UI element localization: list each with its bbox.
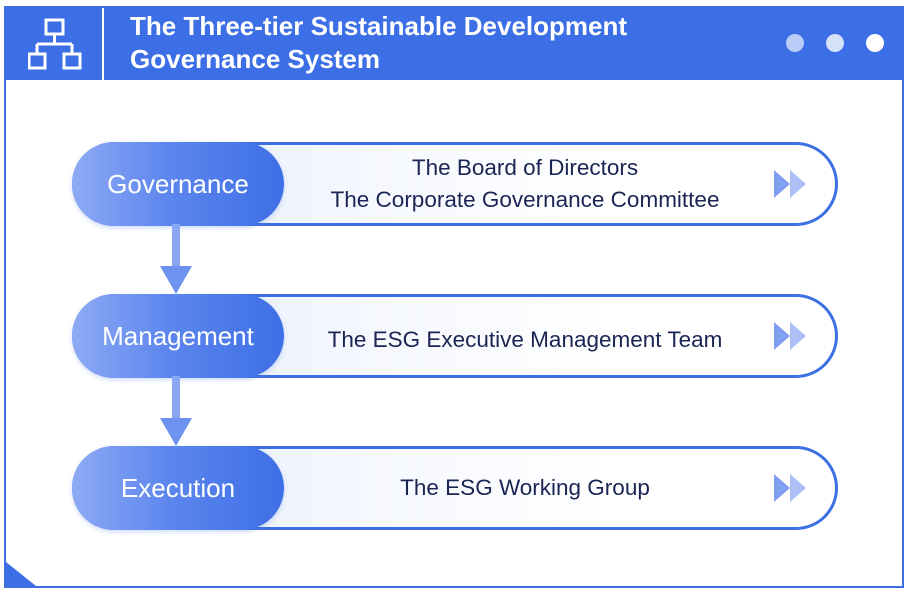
double-chevron-icon [774,474,806,502]
window-dot-3 [866,34,884,52]
tier-label-pill: Execution [72,446,284,530]
double-chevron-icon [774,170,806,198]
diagram-frame: The Three-tier Sustainable Development G… [4,6,904,588]
tier-line: The ESG Executive Management Team [327,327,723,352]
down-arrow-icon [160,376,192,446]
tier-label-pill: Management [72,294,284,378]
title-line-1: The Three-tier Sustainable Development [130,11,628,41]
tier-execution: Execution The ESG Working Group [72,446,838,530]
tier-description: The ESG Working Group [284,446,766,530]
tier-line: The Board of Directors [411,155,639,180]
tier-description: The ESG Executive Management Team [284,294,766,378]
corner-accent [6,562,36,586]
header-bar: The Three-tier Sustainable Development G… [6,8,902,80]
tier-management: Management The ESG Executive Management … [72,294,838,378]
tier-label-pill: Governance [72,142,284,226]
title-line-2: Governance System [130,44,381,74]
window-dots [786,34,884,52]
tier-line: The ESG Working Group [400,475,650,500]
double-chevron-icon [774,322,806,350]
window-dot-2 [826,34,844,52]
window-dot-1 [786,34,804,52]
icon-box [6,8,102,80]
org-chart-icon [28,18,82,70]
tier-governance: Governance The Board of Directors The Co… [72,142,838,226]
header-divider [102,8,104,80]
tier-line: The Corporate Governance Committee [330,187,720,212]
page-title: The Three-tier Sustainable Development G… [130,10,750,76]
tier-description: The Board of Directors The Corporate Gov… [284,142,766,226]
down-arrow-icon [160,224,192,294]
